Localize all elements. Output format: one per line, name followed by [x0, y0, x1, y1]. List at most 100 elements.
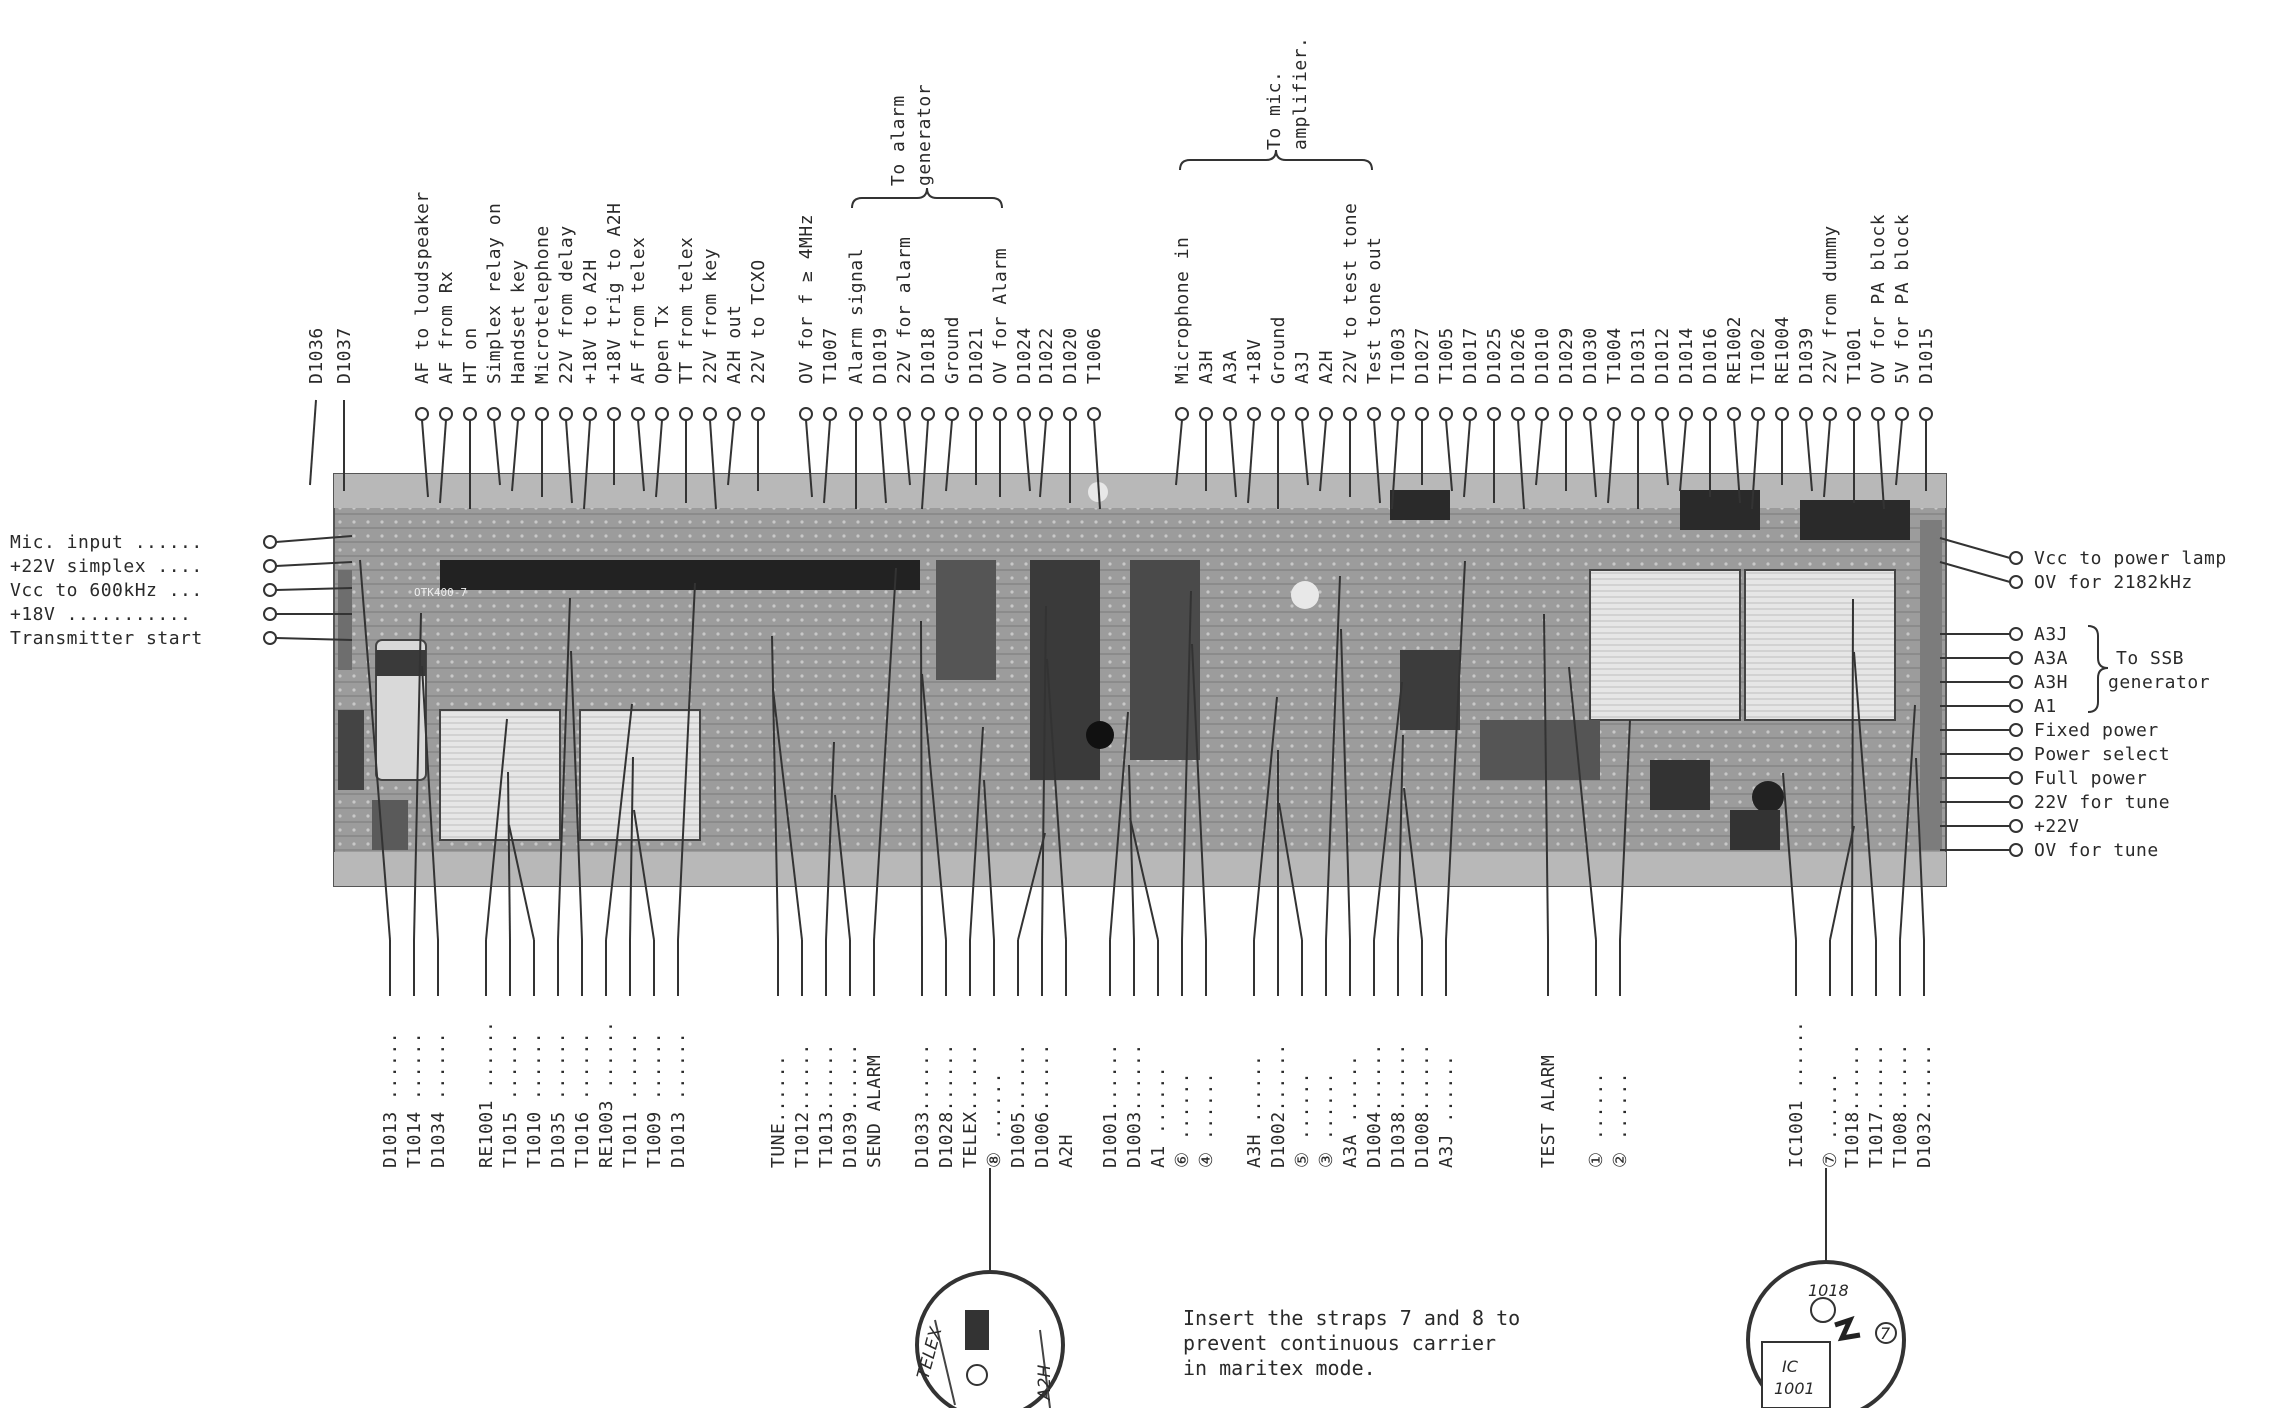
brace-alarm-generator	[851, 187, 1003, 209]
ic-block	[1030, 560, 1100, 780]
bottom-leader-d-2	[413, 612, 422, 941]
top-label-d1015: D1015	[1916, 327, 1937, 384]
top-label-22v-from-dummy: 22V from dummy	[1820, 225, 1841, 384]
right-label-a3a: A3A	[2034, 648, 2068, 669]
inset-label-7: 7	[1880, 1324, 1891, 1343]
bottom-label-25: D1001......	[1100, 1043, 1121, 1168]
top-pin-d1015	[1919, 407, 1933, 421]
top-label-ov-for-f-4mhz: OV for f ≥ 4MHz	[796, 214, 817, 384]
top-label-ground: Ground	[942, 316, 963, 384]
top-pin-ov-for-pa-block	[1871, 407, 1885, 421]
top-pin-re1004	[1775, 407, 1789, 421]
bottom-leader-d-3	[421, 665, 439, 941]
top-label-ht-on: HT on	[460, 327, 481, 384]
top-leader-5v-for-pa-block	[1895, 419, 1903, 486]
top-label-open-tx: Open Tx	[652, 305, 673, 384]
bottom-leader-d-9	[605, 703, 633, 941]
top-pin-a2h-out	[727, 407, 741, 421]
bottom-label-5: T1015 ......	[500, 1032, 521, 1168]
bottom-leader-d-17	[873, 567, 897, 941]
brace-label-ssb-line-1: To SSB	[2116, 648, 2184, 669]
top-leader-t1003	[1391, 419, 1399, 510]
bottom-label-40: ① ......	[1586, 1072, 1607, 1168]
top-label-ov-for-alarm: OV for Alarm	[990, 248, 1011, 384]
top-label-d1020: D1020	[1060, 327, 1081, 384]
top-label-tt-from-telex: TT from telex	[676, 237, 697, 384]
bottom-label-21: ⑧ ......	[984, 1072, 1005, 1168]
bottom-label-8: T1016 ......	[572, 1032, 593, 1168]
bottom-label-13: TUNE......	[768, 1055, 789, 1168]
bottom-leader-d-28	[1181, 590, 1192, 941]
top-label-t1005: T1005	[1436, 327, 1457, 384]
inset-label-a2h: A2H	[1035, 1365, 1055, 1401]
bottom-leader-d-41	[1619, 719, 1631, 941]
top-pin-ht-on	[463, 407, 477, 421]
top-label-simplex-relay-on: Simplex relay on	[484, 203, 505, 384]
top-label-af-from-rx: AF from Rx	[436, 271, 457, 384]
top-label-d1012: D1012	[1652, 327, 1673, 384]
right-pin-power-select	[2009, 747, 2023, 761]
top-label-a3j: A3J	[1292, 350, 1313, 384]
bottom-leader-d-24	[1046, 658, 1067, 941]
right-label-a1: A1	[2034, 696, 2057, 717]
inset-label-ic: IC	[1782, 1357, 1799, 1376]
strap-note: Insert the straps 7 and 8 to prevent con…	[1183, 1306, 1520, 1380]
top-pin-tt-from-telex	[679, 407, 693, 421]
top-label-t1001: T1001	[1844, 327, 1865, 384]
top-pin-simplex-relay-on	[487, 407, 501, 421]
left-label-4: +18V ...........	[10, 604, 191, 625]
right-label-full-power: Full power	[2034, 768, 2147, 789]
bottom-label-41: ② ......	[1610, 1072, 1631, 1168]
bottom-label-28: ⑥ ......	[1172, 1072, 1193, 1168]
top-leader-a2h	[1319, 419, 1327, 492]
top-pin-microtelephone	[535, 407, 549, 421]
top-pin-18v-to-a2h	[583, 407, 597, 421]
bottom-leader-d-18	[920, 620, 923, 941]
left-leader-3	[275, 587, 353, 591]
right-label-ov-for-2182khz: OV for 2182kHz	[2034, 572, 2193, 593]
top-label-5v-for-pa-block: 5V for PA block	[1892, 214, 1913, 384]
top-pin-d1022	[1039, 407, 1053, 421]
top-label-22v-from-delay: 22V from delay	[556, 225, 577, 384]
bottom-label-30: A3H ......	[1244, 1055, 1265, 1168]
right-pin-22v-for-tune	[2009, 795, 2023, 809]
top-pin-a2h	[1319, 407, 1333, 421]
bottom-leader-d-12	[677, 582, 696, 941]
top-leader-af-from-telex	[637, 419, 645, 492]
top-label-d1030: D1030	[1580, 327, 1601, 384]
top-label-d1016: D1016	[1700, 327, 1721, 384]
note-line-3: in maritex mode.	[1183, 1356, 1376, 1380]
top-leader-d1026	[1517, 419, 1525, 510]
bottom-leader-d-32	[1278, 802, 1303, 941]
top-pin-d1039	[1799, 407, 1813, 421]
top-pin-d1012	[1655, 407, 1669, 421]
top-label-ov-for-pa-block: OV for PA block	[1868, 214, 1889, 384]
right-pin-22v	[2009, 819, 2023, 833]
bottom-leader-d-13	[771, 635, 779, 941]
top-label-ground: Ground	[1268, 316, 1289, 384]
top-pin-ov-for-alarm	[993, 407, 1007, 421]
top-label-d1024: D1024	[1014, 327, 1035, 384]
top-label-t1003: T1003	[1388, 327, 1409, 384]
top-label-re1002: RE1002	[1724, 316, 1745, 384]
circuit-board: OTK400-7	[333, 473, 1947, 887]
top-label-t1002: T1002	[1748, 327, 1769, 384]
top-label-d1029: D1029	[1556, 327, 1577, 384]
bottom-leader-d-25	[1109, 711, 1129, 941]
right-leader-vcc-to-power-lamp	[1939, 537, 2011, 559]
top-leader-re1002	[1733, 419, 1741, 504]
bottom-label-47: D1032......	[1914, 1043, 1935, 1168]
bottom-label-1: D1013 ......	[380, 1032, 401, 1168]
top-pin-t1006	[1087, 407, 1101, 421]
top-pin-d1014	[1679, 407, 1693, 421]
top-leader-18v-to-a2h	[583, 419, 591, 510]
top-leader-af-to-loudspeaker	[421, 419, 429, 498]
top-leader-d1010	[1535, 419, 1543, 486]
bottom-leader-d-34	[1340, 628, 1351, 941]
bottom-label-42: IC1001 ......	[1786, 1021, 1807, 1168]
bottom-leader-d-37	[1403, 787, 1423, 941]
bottom-label-23: D1006......	[1032, 1043, 1053, 1168]
brace-mic-amplifier	[1179, 149, 1373, 171]
top-pin-d1020	[1063, 407, 1077, 421]
inset-telex-strap: TELEX A2H	[914, 1168, 1065, 1408]
